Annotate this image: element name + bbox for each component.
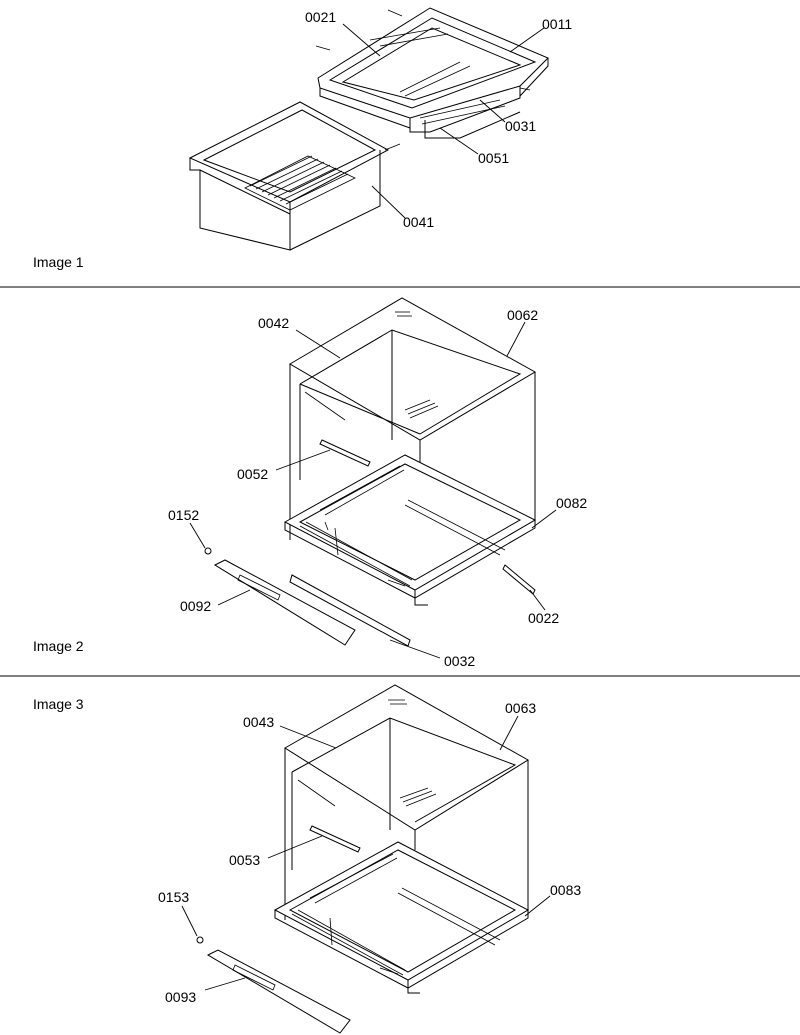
shelf-frame-drawing-3 — [273, 841, 530, 994]
pan-enclosure-drawing-3 — [284, 684, 529, 920]
callout-0082: 0082 — [556, 495, 587, 511]
callout-0043: 0043 — [243, 714, 274, 730]
callout-0022: 0022 — [528, 610, 559, 626]
section-1: 0021 0011 0031 0051 0041 Image 1 — [33, 7, 572, 270]
rod-drawing-3 — [309, 825, 361, 853]
shelf-frame-drawing — [283, 454, 537, 606]
pan-enclosure-drawing — [289, 297, 537, 540]
callout-0093: 0093 — [165, 989, 196, 1005]
crisper-drawer-drawing — [188, 101, 401, 251]
callout-0152: 0152 — [168, 507, 199, 523]
callout-0053: 0053 — [229, 852, 260, 868]
callout-0011: 0011 — [542, 16, 572, 32]
section-title-3: Image 3 — [33, 696, 84, 712]
rod-drawing — [319, 439, 371, 467]
callout-0042: 0042 — [258, 315, 289, 331]
callout-0153: 0153 — [158, 889, 189, 905]
section-title-2: Image 2 — [33, 638, 84, 654]
callout-0041: 0041 — [403, 214, 434, 230]
front-trim-drawing — [204, 547, 411, 647]
section-3: Image 3 — [33, 684, 581, 1034]
callout-0092: 0092 — [180, 598, 211, 614]
section-title-1: Image 1 — [33, 254, 84, 270]
front-trim-drawing-3 — [196, 936, 351, 1034]
callout-0021: 0021 — [305, 9, 336, 25]
callout-0063: 0063 — [505, 700, 536, 716]
callout-0031: 0031 — [505, 118, 536, 134]
callout-0032: 0032 — [444, 653, 475, 669]
callout-0052: 0052 — [237, 466, 268, 482]
section-2: 0042 0062 0052 0152 0082 0092 0022 0032 … — [33, 297, 587, 669]
callout-0051: 0051 — [478, 150, 509, 166]
crisper-cover-frame-drawing — [315, 7, 549, 139]
callout-0083: 0083 — [550, 882, 581, 898]
callout-0062: 0062 — [507, 307, 538, 323]
